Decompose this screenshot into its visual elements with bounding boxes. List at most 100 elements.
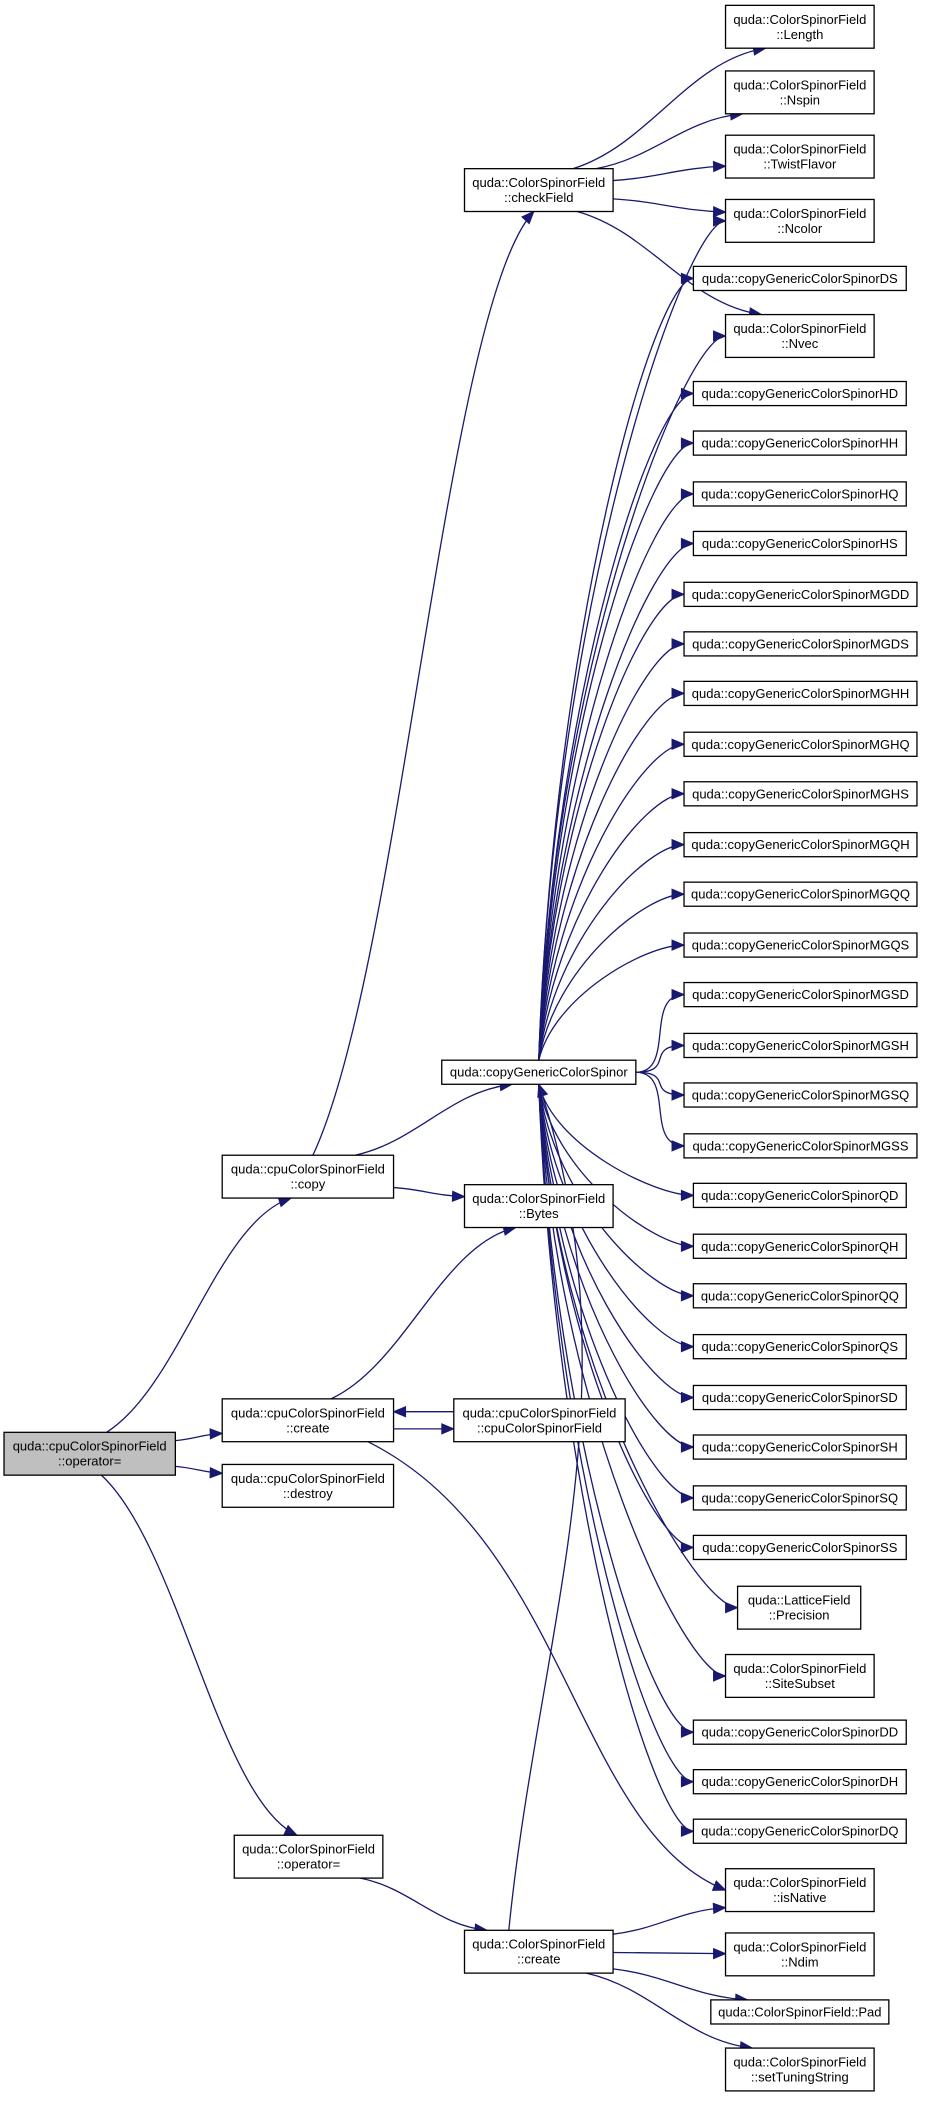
node-box [692,1333,907,1360]
node-label-line: quda::ColorSpinorField [733,1939,866,1954]
node-csf_create[interactable]: quda::ColorSpinorField::create [463,1929,614,1974]
node-HD[interactable]: quda::copyGenericColorSpinorHD [692,380,907,407]
node-label-line: ::create [517,1952,560,1967]
node-precision[interactable]: quda::LatticeField::Precision [736,1585,862,1630]
node-label-line: ::operator= [277,1857,340,1872]
call-edge-cpu_create-to-cpu_ctor [393,1423,456,1435]
node-SQ[interactable]: quda::copyGenericColorSpinorSQ [692,1485,907,1511]
node-nspin[interactable]: quda::ColorSpinorField::Nspin [724,70,875,115]
node-QH[interactable]: quda::copyGenericColorSpinorQH [692,1233,907,1259]
node-label-line: quda::ColorSpinorField [733,12,866,27]
node-cpu_create[interactable]: quda::cpuColorSpinorField::create [221,1398,395,1443]
node-HQ[interactable]: quda::copyGenericColorSpinorHQ [692,481,907,507]
node-ncolor[interactable]: quda::ColorSpinorField::Ncolor [724,198,875,243]
node-cpu_copy[interactable]: quda::cpuColorSpinorField::copy [221,1154,395,1199]
node-ndim[interactable]: quda::ColorSpinorField::Ndim [724,1932,875,1977]
node-csf_opeq[interactable]: quda::ColorSpinorField::operator= [233,1834,384,1879]
node-label-line: quda::copyGenericColorSpinorHD [702,386,899,401]
edge-arrowhead [680,1441,695,1453]
edge-arrowhead [671,1089,686,1101]
edge-line [538,1084,694,1197]
node-MGSH[interactable]: quda::copyGenericColorSpinorMGSH [683,1032,918,1059]
node-length[interactable]: quda::ColorSpinorField::Length [724,4,875,49]
node-siteSubset[interactable]: quda::ColorSpinorField::SiteSubset [724,1653,875,1699]
edge-arrowhead [680,1825,695,1837]
node-box [683,831,918,858]
node-label-line: quda::cpuColorSpinorField [462,1405,616,1420]
node-nvec[interactable]: quda::ColorSpinorField::Nvec [724,313,875,359]
node-box [692,1434,907,1460]
node-MGQS[interactable]: quda::copyGenericColorSpinorMGQS [683,932,918,958]
node-MGDS[interactable]: quda::copyGenericColorSpinorMGDS [683,631,918,657]
node-label-line: quda::ColorSpinorField [472,1191,605,1206]
node-MGHS[interactable]: quda::copyGenericColorSpinorMGHS [683,781,918,807]
node-MGQQ[interactable]: quda::copyGenericColorSpinorMGQQ [683,881,918,907]
node-box [683,932,918,958]
node-DS[interactable]: quda::copyGenericColorSpinorDS [692,265,907,292]
node-label-line: quda::copyGenericColorSpinorMGDD [692,587,909,602]
node-label-line: quda::copyGenericColorSpinorHH [702,436,899,451]
node-label-line: ::isNative [773,1890,826,1905]
node-QS[interactable]: quda::copyGenericColorSpinorQS [692,1333,907,1360]
node-box [736,1585,862,1630]
node-DH[interactable]: quda::copyGenericColorSpinorDH [692,1769,907,1795]
node-cpu_ctor[interactable]: quda::cpuColorSpinorField::cpuColorSpino… [453,1398,626,1443]
node-cpu_destroy[interactable]: quda::cpuColorSpinorField::destroy [221,1463,395,1508]
edge-arrowhead [680,437,695,449]
node-MGQH[interactable]: quda::copyGenericColorSpinorMGQH [683,831,918,858]
node-label-line: quda::copyGenericColorSpinorDD [702,1725,899,1740]
node-box [453,1398,626,1443]
edge-arrowhead [209,1428,224,1440]
call-edge-csf_create-to-ndim [613,1947,727,1960]
node-MGSS[interactable]: quda::copyGenericColorSpinorMGSS [683,1133,918,1159]
node-checkField[interactable]: quda::ColorSpinorField::checkField [463,168,614,213]
node-bytes[interactable]: quda::ColorSpinorField::Bytes [463,1184,614,1229]
edge-line [538,944,685,1061]
node-MGSD[interactable]: quda::copyGenericColorSpinorMGSD [683,981,918,1008]
node-copyGeneric[interactable]: quda::copyGenericColorSpinor [441,1059,637,1085]
edge-line [538,493,694,1061]
edge-line [538,1084,694,1733]
edge-line [538,1084,694,1499]
edge-arrowhead [680,1240,695,1253]
node-label-line: ::Ndim [781,1954,819,1969]
call-edge-copyGeneric-to-MGQH [538,838,686,1061]
node-HS[interactable]: quda::copyGenericColorSpinorHS [692,530,907,557]
node-label-line: quda::copyGenericColorSpinorDQ [701,1824,898,1839]
node-QD[interactable]: quda::copyGenericColorSpinorQD [692,1182,907,1209]
edge-line [360,1877,487,1931]
node-box [683,981,918,1008]
node-MGSQ[interactable]: quda::copyGenericColorSpinorMGSQ [683,1082,918,1108]
node-label-line: quda::copyGenericColorSpinorMGHQ [691,737,909,752]
node-isNative[interactable]: quda::ColorSpinorField::isNative [724,1868,875,1913]
call-edge-copyGeneric-to-QS [538,1084,695,1353]
call-edge-cpu_create-to-isNative [367,1441,727,1891]
node-label-line: ::SiteSubset [765,1676,835,1691]
node-box [683,631,918,657]
call-edge-copyGeneric-to-MGHS [538,788,686,1061]
node-box [683,680,918,707]
node-label-line: quda::copyGenericColorSpinorQS [702,1339,899,1354]
node-MGHH[interactable]: quda::copyGenericColorSpinorMGHH [683,680,918,707]
edge-arrowhead [537,1083,549,1098]
node-label-line: ::operator= [58,1454,121,1469]
node-setTuning[interactable]: quda::ColorSpinorField::setTuningString [724,2047,875,2092]
node-SD[interactable]: quda::copyGenericColorSpinorSD [692,1384,907,1411]
node-HH[interactable]: quda::copyGenericColorSpinorHH [692,430,907,456]
node-root[interactable]: quda::cpuColorSpinorField::operator= [3,1431,177,1476]
node-MGHQ[interactable]: quda::copyGenericColorSpinorMGHQ [683,731,918,757]
node-DQ[interactable]: quda::copyGenericColorSpinorDQ [692,1818,907,1844]
node-label-line: quda::copyGenericColorSpinorMGHH [692,686,909,701]
node-pad[interactable]: quda::ColorSpinorField::Pad [710,1999,890,2025]
node-label-line: quda::copyGenericColorSpinorMGSS [692,1138,908,1153]
node-MGDD[interactable]: quda::copyGenericColorSpinorMGDD [683,581,918,608]
node-box [683,581,918,608]
node-SH[interactable]: quda::copyGenericColorSpinorSH [692,1434,907,1460]
node-SS[interactable]: quda::copyGenericColorSpinorSS [692,1534,907,1561]
node-twist[interactable]: quda::ColorSpinorField::TwistFlavor [724,134,875,179]
node-label-line: quda::copyGenericColorSpinorSH [702,1440,898,1455]
node-label-line: quda::ColorSpinorField [733,77,866,92]
node-QQ[interactable]: quda::copyGenericColorSpinorQQ [692,1283,907,1309]
node-DD[interactable]: quda::copyGenericColorSpinorDD [692,1719,907,1745]
